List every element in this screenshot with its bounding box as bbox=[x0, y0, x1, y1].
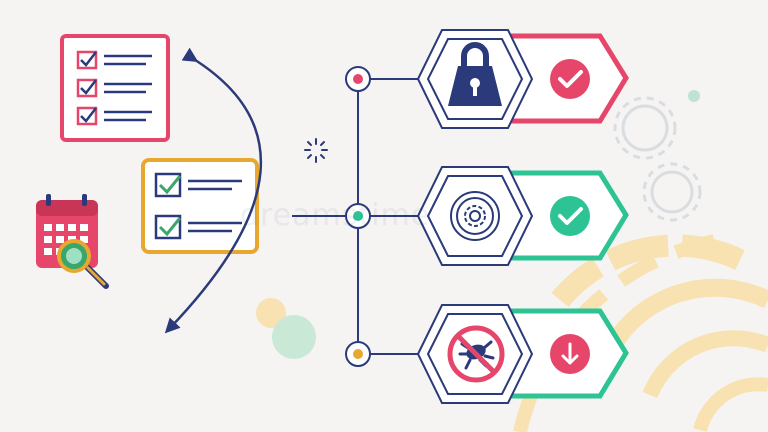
sparkle-icon bbox=[304, 138, 328, 163]
padlock-icon bbox=[448, 42, 502, 106]
decorative-dot bbox=[688, 90, 700, 102]
decorative-gears-icon bbox=[613, 96, 702, 222]
gear-icon bbox=[450, 191, 500, 241]
step-row-bug-block bbox=[345, 304, 629, 404]
checkbox-checked-icon bbox=[76, 50, 98, 70]
checkmark-icon bbox=[550, 59, 590, 99]
decorative-bubble bbox=[272, 315, 316, 359]
checkbox-checked-icon bbox=[76, 78, 98, 98]
down-arrow-icon bbox=[550, 334, 590, 374]
watermark-text: dreamstime bbox=[240, 198, 431, 233]
checklist-card-red bbox=[60, 34, 170, 142]
cycle-arrow bbox=[164, 47, 263, 334]
hexagon-frame bbox=[416, 166, 534, 266]
checkmark-icon bbox=[550, 196, 590, 236]
decorative-bubble bbox=[256, 298, 286, 328]
checkbox-checked-icon bbox=[76, 106, 98, 126]
calendar-search-icon bbox=[36, 194, 109, 289]
prohibited-bug-icon bbox=[447, 325, 505, 383]
step-row-security bbox=[345, 29, 629, 129]
decorative-sunburst bbox=[513, 233, 768, 432]
step-row-settings bbox=[345, 166, 629, 266]
